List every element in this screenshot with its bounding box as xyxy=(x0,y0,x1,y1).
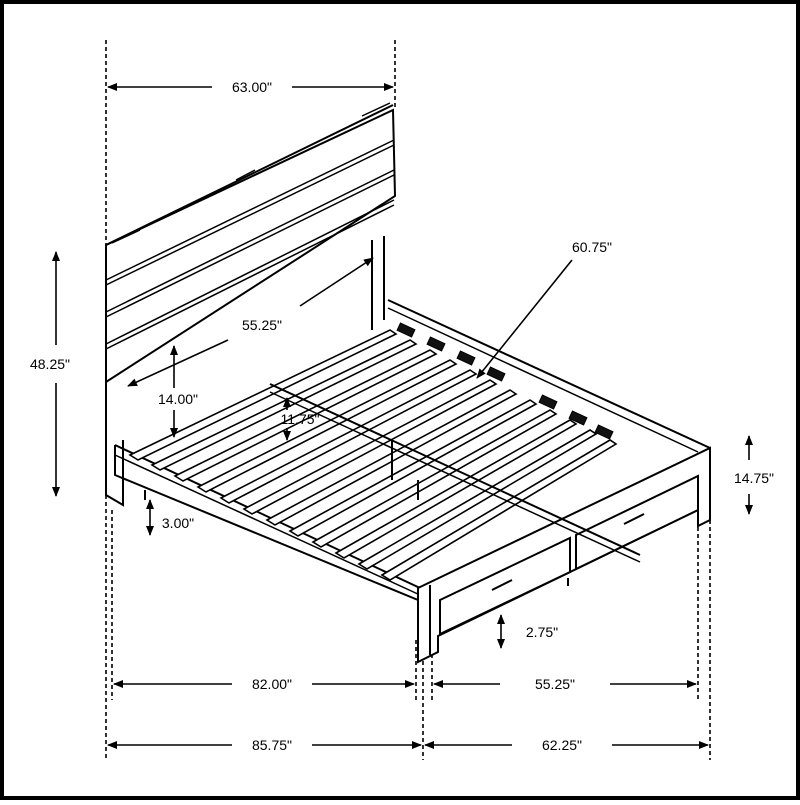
frame-rails xyxy=(114,299,711,664)
label-inner-width: 55.25" xyxy=(242,317,282,333)
label-drawer-height: 2.75" xyxy=(526,624,558,640)
label-overall-height: 48.25" xyxy=(30,356,70,372)
label-footboard-inner-width: 55.25" xyxy=(535,676,575,692)
label-footboard-height: 14.75" xyxy=(734,470,774,486)
label-diagonal: 60.75" xyxy=(572,239,612,255)
label-rail-clearance: 11.75" xyxy=(281,411,320,427)
dimension-labels: 63.00" 48.25" 55.25" 14.00" 11.75" 60.75… xyxy=(30,79,774,753)
label-floor-clearance: 3.00" xyxy=(162,515,194,531)
label-overall-width: 62.25" xyxy=(542,737,582,753)
headboard xyxy=(105,102,397,507)
label-headboard-width: 63.00" xyxy=(232,79,272,95)
label-overall-length: 85.75" xyxy=(252,737,292,753)
label-headboard-panel-height: 14.00" xyxy=(158,391,198,407)
label-inner-length: 82.00" xyxy=(252,676,292,692)
dimension-lines xyxy=(52,83,753,749)
